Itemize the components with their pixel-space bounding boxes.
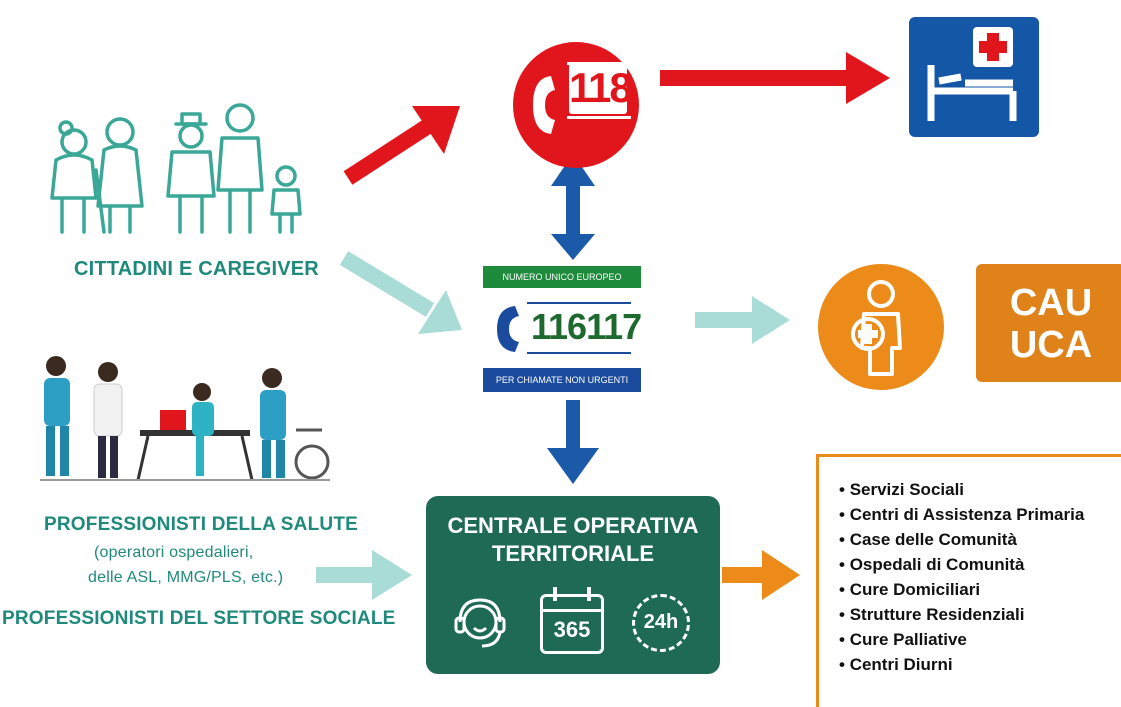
list-item: Servizi Sociali [839,477,1121,502]
arrow-cot-to-services [722,550,800,600]
calendar-icon: 365 [540,587,604,654]
medical-person-icon [818,264,944,390]
services-list-box: Servizi Sociali Centri di Assistenza Pri… [816,454,1121,707]
citizens-family-illustration [50,103,302,234]
services-list: Servizi Sociali Centri di Assistenza Pri… [819,457,1121,677]
health-professionals-sub2: delle ASL, MMG/PLS, etc.) [88,569,284,586]
arrow-116117-to-cau [695,296,790,344]
clock-24h-icon: 24h [632,594,690,652]
euro-number-bottom-label: PER CHIAMATE NON URGENTI [483,368,641,392]
citizens-label: CITTADINI E CAREGIVER [74,258,319,280]
calendar-365-text: 365 [553,617,591,642]
arrow-116117-to-cot [547,400,599,484]
cot-title: CENTRALE OPERATIVA TERRITORIALE [426,512,720,568]
phone-icon [497,306,519,352]
list-item: Cure Domiciliari [839,577,1121,602]
emergency-118-badge: 118 [513,42,639,168]
health-professionals-sub1: (operatori ospedalieri, [94,544,254,561]
clock-24h-text: 24h [643,611,679,633]
arrow-citizens-to-116117 [339,251,462,334]
list-item: Case delle Comunità [839,527,1121,552]
list-item: Strutture Residenziali [839,602,1121,627]
cau-label: CAU [1009,282,1093,324]
arrow-professionals-to-cot [316,550,412,600]
hospital-icon [909,17,1039,137]
list-item: Centri di Assistenza Primaria [839,502,1121,527]
euro-number-box: 116117 [483,290,642,366]
social-professionals-label: PROFESSIONISTI DEL SETTORE SOCIALE [2,608,396,629]
euro-number: 116117 [531,306,642,347]
cot-title-line2: TERRITORIALE [491,541,655,566]
hospital-bed-icon [927,27,1017,121]
uca-label: UCA [1009,324,1093,366]
arrow-citizens-to-118 [343,106,460,185]
centrale-operativa-box: CENTRALE OPERATIVA TERRITORIALE 365 24h [426,496,720,674]
cot-title-line1: CENTRALE OPERATIVA [447,513,699,538]
health-professionals-label: PROFESSIONISTI DELLA SALUTE [44,514,358,535]
arrow-118-to-hospital [660,52,890,104]
cau-uca-box: CAU UCA [976,264,1121,382]
arrow-118-116117-bidirectional [551,154,595,260]
headset-operator-icon [454,598,506,648]
phone-icon [533,76,555,134]
person-cross-icon [851,280,902,376]
list-item: Cure Palliative [839,627,1121,652]
emergency-number: 118 [569,62,633,114]
list-item: Centri Diurni [839,652,1121,677]
list-item: Ospedali di Comunità [839,552,1121,577]
euro-number-top-label: NUMERO UNICO EUROPEO [483,266,641,288]
health-professionals-illustration [40,356,330,481]
